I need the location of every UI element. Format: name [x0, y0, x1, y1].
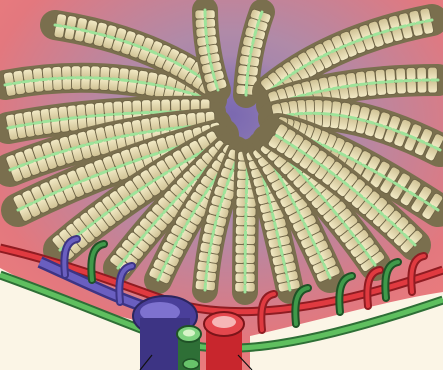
hepatocyte-cell: [235, 282, 245, 292]
hepatocyte-cell: [417, 80, 427, 93]
hepatic-artery-lumen-inner: [212, 316, 236, 328]
hepatocyte-cell: [132, 100, 142, 113]
hepatocyte-cell: [90, 66, 100, 78]
hepatocyte-cell: [396, 68, 406, 81]
hepatocyte-cell: [407, 80, 417, 93]
hepatocyte-cell: [245, 235, 255, 245]
hepatocyte-cell: [428, 67, 438, 80]
bile-duct-lumen-inner: [183, 330, 195, 337]
hepatocyte-cell: [366, 83, 377, 97]
hepatocyte-cell: [61, 66, 71, 78]
hepatocyte-cell: [81, 66, 91, 78]
hepatocyte-cell: [151, 99, 161, 112]
hepatocyte-cell: [235, 235, 245, 245]
hepatocyte-cell: [235, 263, 245, 273]
hepatocyte-cell: [235, 254, 245, 264]
hepatocyte-cell: [245, 282, 255, 292]
hepatocyte-cell: [113, 101, 123, 114]
hepatocyte-cell: [396, 81, 406, 94]
hepatocyte-cell: [385, 68, 395, 82]
hepatocyte-cell: [71, 66, 81, 78]
hepatocyte-cell: [386, 81, 396, 95]
hepatocyte-cell: [90, 78, 100, 90]
hepatocyte-cell: [235, 244, 245, 254]
hepatocyte-cell: [81, 78, 91, 90]
hepatocyte-cell: [428, 80, 438, 93]
hepatocyte-cell: [161, 99, 171, 112]
hepatocyte-cell: [62, 78, 72, 90]
bile-ductule-small: [183, 359, 199, 369]
hepatocyte-cell: [100, 66, 110, 79]
hepatocyte-cell: [406, 67, 416, 80]
hepatocyte-cell: [141, 100, 151, 113]
hepatocyte-cell: [205, 10, 215, 19]
hepatocyte-cell: [122, 100, 132, 113]
hepatocyte-cell: [171, 99, 181, 112]
hepatocyte-cell: [417, 67, 427, 80]
hepatocyte-cell: [71, 78, 81, 90]
